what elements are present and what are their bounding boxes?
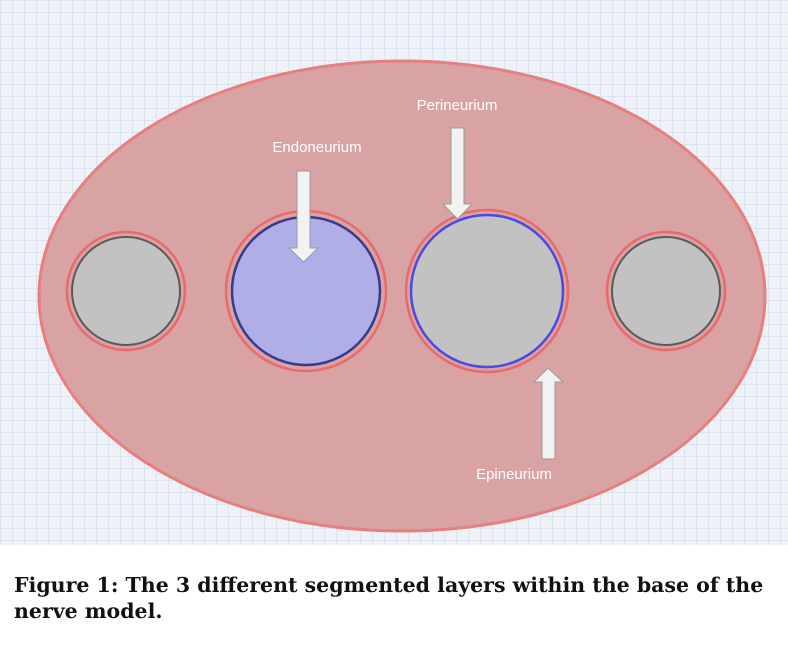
fascicle-perineurium-ring xyxy=(404,208,570,374)
fascicle-left-ring xyxy=(65,230,187,352)
perineurium-arrow xyxy=(441,127,474,220)
endoneurium-label: Endoneurium xyxy=(272,139,361,156)
epineurium-label: Epineurium xyxy=(476,466,552,483)
endoneurium-arrow xyxy=(287,170,320,263)
fascicle-left xyxy=(71,236,181,346)
fascicle-right-ring xyxy=(605,230,727,352)
fascicle-perineurium xyxy=(409,213,565,369)
nerve-diagram: Perineurium Endoneurium Epineurium xyxy=(0,0,788,545)
fascicle-right xyxy=(611,236,721,346)
figure-caption: Figure 1: The 3 different segmented laye… xyxy=(14,573,764,623)
outer-epineurium-ellipse xyxy=(37,59,767,533)
perineurium-label: Perineurium xyxy=(417,97,498,114)
epineurium-arrow xyxy=(532,367,565,460)
